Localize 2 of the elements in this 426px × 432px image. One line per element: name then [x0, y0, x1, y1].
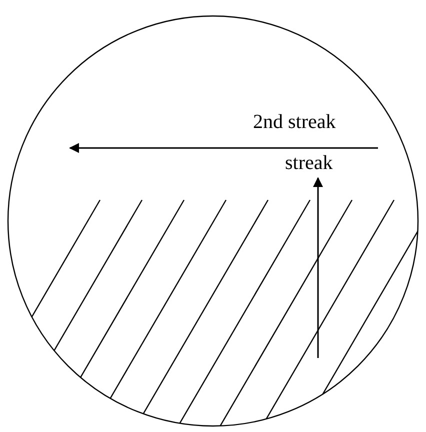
streak-label: streak — [285, 153, 333, 173]
streak-label: 2nd streak — [253, 112, 336, 132]
